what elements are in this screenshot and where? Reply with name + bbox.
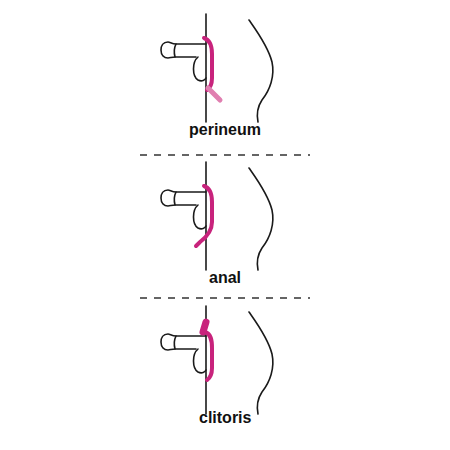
position-label: clitoris: [199, 408, 251, 427]
panel-clitoris: [161, 306, 273, 414]
position-label: perineum: [189, 120, 261, 139]
perineum-tail: [208, 88, 220, 100]
panel-anal: [161, 162, 273, 270]
panel-perineum: [161, 14, 273, 122]
position-label: anal: [209, 268, 241, 287]
clitoris-bulb: [203, 322, 206, 332]
body-outline: [161, 14, 273, 122]
ring-anal-tail: [196, 186, 212, 246]
body-outline: [161, 306, 273, 414]
ring: [205, 332, 212, 380]
body-outline: [161, 162, 273, 270]
ring: [204, 38, 212, 90]
separator: [140, 297, 310, 298]
separator: [140, 154, 310, 155]
